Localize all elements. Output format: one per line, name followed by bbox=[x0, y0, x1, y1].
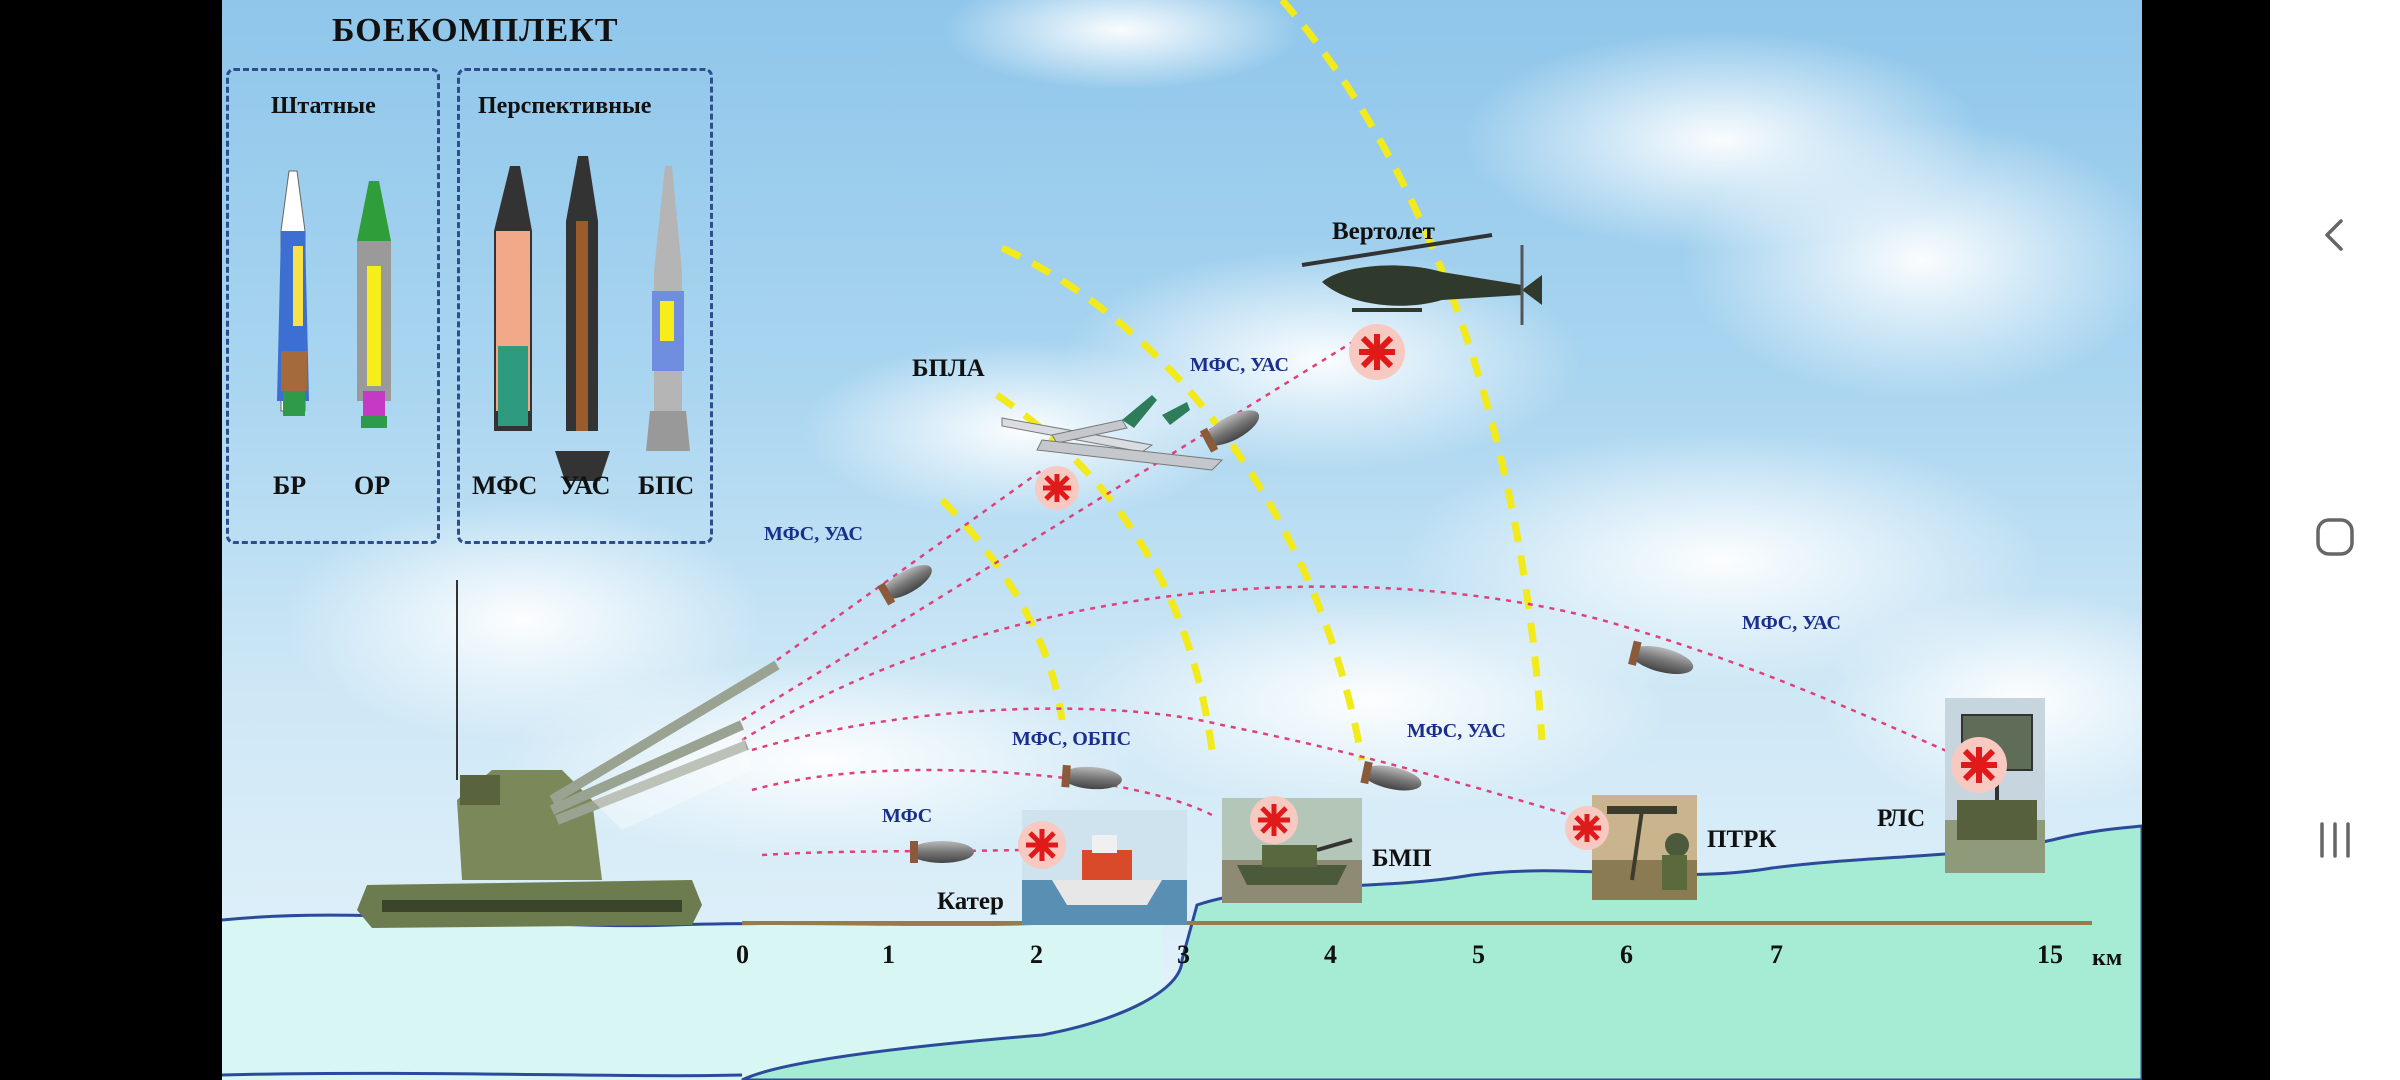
home-button[interactable] bbox=[2310, 512, 2360, 562]
br-round-icon bbox=[277, 170, 309, 416]
water bbox=[222, 915, 1162, 1080]
distance-tick-5: 5 bbox=[1472, 940, 1485, 969]
mfs-round-label: МФС bbox=[472, 471, 538, 500]
ifv-munitions: МФС, ОБПС bbox=[1012, 728, 1132, 750]
slide: БОЕКОМПЛЕКТ Штатные БР ОР bbox=[222, 0, 2142, 1080]
distance-tick-6: 6 bbox=[1620, 940, 1633, 969]
distance-tick-3: 3 bbox=[1177, 940, 1190, 969]
distance-tick-0: 0 bbox=[736, 940, 749, 969]
radar-label: РЛС bbox=[1877, 805, 1926, 832]
distance-tick-4: 4 bbox=[1324, 940, 1337, 969]
home-icon bbox=[2316, 518, 2354, 556]
distance-tick-2: 2 bbox=[1030, 940, 1043, 969]
helicopter bbox=[1301, 233, 1542, 325]
navigation-bar bbox=[2270, 0, 2400, 1080]
distance-unit: км bbox=[2092, 945, 2123, 971]
uas-round-label: УАС bbox=[560, 471, 611, 500]
scene bbox=[222, 0, 2142, 1080]
back-button[interactable] bbox=[2310, 210, 2360, 260]
br-round-label: БР bbox=[273, 471, 307, 500]
uav-munitions: МФС, УАС bbox=[764, 523, 863, 545]
mfs-round-icon bbox=[494, 166, 532, 431]
uas-round-icon bbox=[555, 156, 610, 481]
radar-munitions: МФС, УАС bbox=[1742, 612, 1841, 634]
ammo-title: БОЕКОМПЛЕКТ bbox=[332, 12, 619, 49]
prospective-ammo-graphics bbox=[494, 156, 690, 481]
atgm-photo bbox=[1592, 795, 1697, 900]
uav-label: БПЛА bbox=[912, 355, 985, 382]
or-round-label: ОР bbox=[354, 471, 391, 500]
distance-tick-15: 15 bbox=[2037, 940, 2063, 969]
explosions bbox=[1018, 324, 2007, 869]
prospective-ammo-title: Перспективные bbox=[478, 93, 652, 119]
shells-in-flight bbox=[877, 410, 1694, 863]
distance-tick-7: 7 bbox=[1770, 940, 1783, 969]
standard-ammo-title: Штатные bbox=[271, 93, 376, 119]
standard-ammo-graphics bbox=[277, 170, 391, 428]
uav bbox=[1001, 395, 1224, 471]
helicopter-label: Вертолет bbox=[1332, 218, 1435, 245]
or-round-icon bbox=[357, 181, 391, 428]
back-icon bbox=[2325, 219, 2343, 251]
ifv-label: БМП bbox=[1372, 845, 1432, 872]
range-arcs bbox=[939, 0, 1546, 761]
boat-label: Катер bbox=[937, 888, 1004, 915]
boat-munitions: МФС bbox=[882, 805, 933, 827]
recent-apps-button[interactable] bbox=[2310, 815, 2360, 865]
recent-apps-icon bbox=[2320, 822, 2350, 858]
bps-round-icon bbox=[646, 166, 690, 451]
bps-round-label: БПС bbox=[638, 471, 695, 500]
helicopter-munitions: МФС, УАС bbox=[1190, 354, 1289, 376]
distance-tick-1: 1 bbox=[882, 940, 895, 969]
atgm-label: ПТРК bbox=[1707, 826, 1777, 853]
trajectories bbox=[741, 328, 1968, 857]
gun-vehicle bbox=[357, 580, 780, 928]
prospective-ammo-box: Перспективные МФС УАС БПС bbox=[457, 68, 713, 544]
standard-ammo-box: Штатные БР ОР bbox=[226, 68, 440, 544]
atgm-munitions: МФС, УАС bbox=[1407, 720, 1506, 742]
